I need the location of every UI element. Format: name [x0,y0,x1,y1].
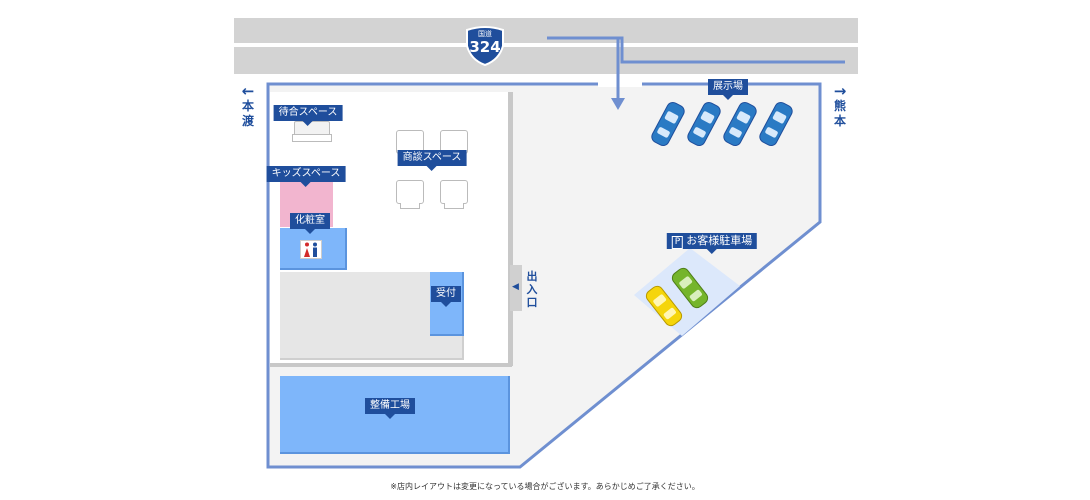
entry-route-line [547,36,845,64]
consultation-chair [440,180,468,209]
left-direction-arrow-icon: ← [241,82,255,100]
consultation-space-label: 商談スペース [397,150,467,171]
powder-room-label: 化粧室 [290,213,330,234]
entrance-arrow-icon: ◀ [512,282,519,292]
right-direction-arrow-icon: → [833,82,847,100]
showroom-cars [651,101,793,147]
showroom-label: 展示場 [708,79,748,100]
highway-lane-upper [234,18,858,43]
building-wall-right [508,92,513,366]
reception-label: 受付 [431,286,461,307]
showroom-car [687,101,721,147]
entry-arrow-head [611,98,625,110]
restroom-icon [300,240,322,259]
kids-space-label: キッズスペース [266,166,346,187]
workshop-label: 整備工場 [365,398,415,419]
waiting-space-label: 待合スペース [273,105,343,126]
customer-parking-text: お客様駐車場 [686,234,753,247]
consultation-chair [396,180,424,209]
parking-p-icon: P [671,236,684,249]
workshop-area [280,376,510,454]
showroom-car [723,101,757,147]
parked-car-yellow [645,285,683,327]
lot-boundary-left [266,82,822,469]
right-direction-label: 熊本 [833,99,846,128]
layout-notice: ※店内レイアウトは変更になっている場合がございます。あらかじめご了承ください。 [390,482,700,491]
route-number: 324 [469,38,501,56]
showroom-car [759,101,793,147]
building-wall-bottom [270,363,512,367]
route-prefix: 国道 [478,30,492,38]
entrance-label: 出入口 [526,270,538,309]
route-shield: 国道 324 [463,24,507,66]
entrance-door [510,265,522,311]
showroom-car [651,101,685,147]
parked-car-green [671,267,709,309]
customer-parked-cars [645,267,709,327]
waiting-sofa-base [292,134,332,142]
left-direction-label: 本渡 [241,99,254,128]
